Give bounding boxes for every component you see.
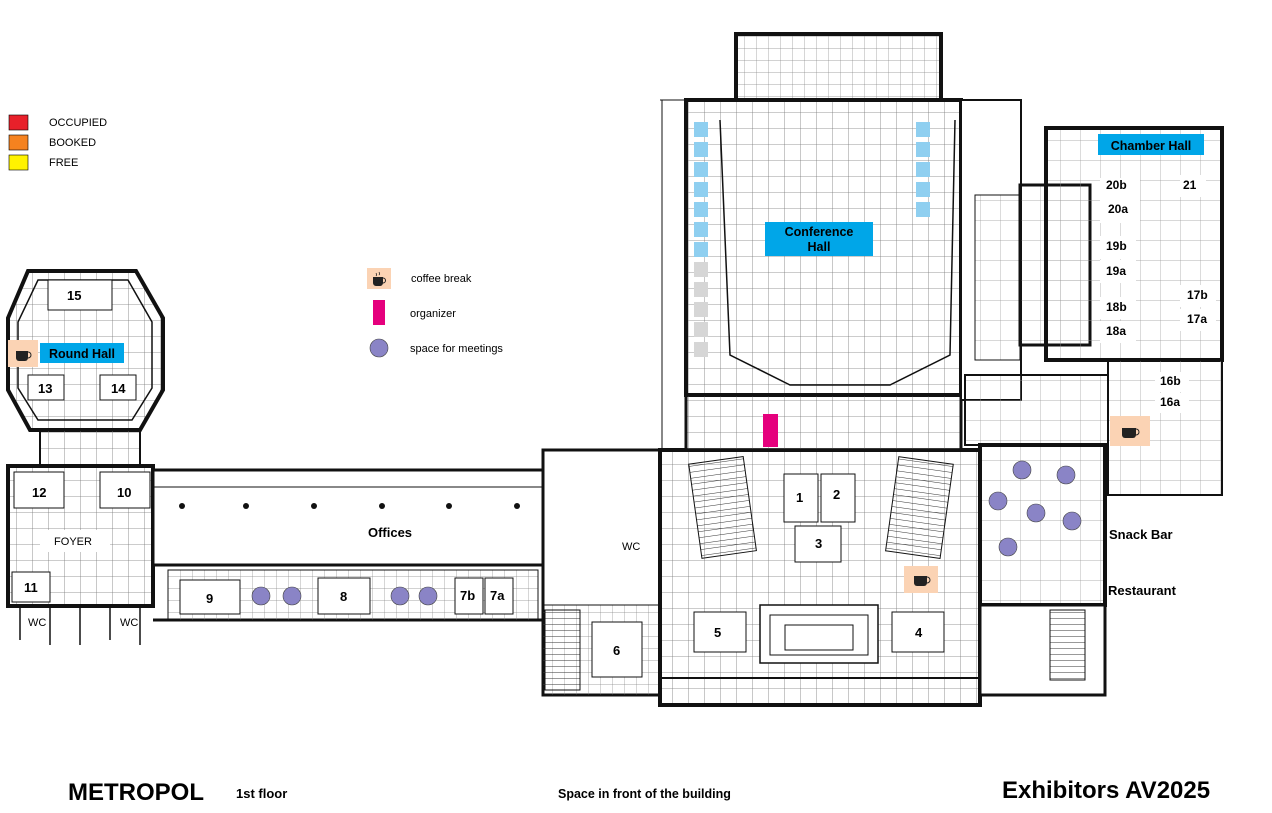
conference-stand-left[interactable] [694, 122, 708, 137]
legend-swatch-free [8, 154, 29, 171]
central-block [541, 448, 982, 707]
legend-label-organizer: organizer [410, 308, 456, 320]
conference-stand-right[interactable] [916, 202, 930, 217]
venue-name: METROPOL [68, 779, 204, 806]
meeting-spot[interactable] [418, 586, 438, 606]
conference-stand-left-unavailable[interactable] [694, 342, 708, 357]
legend-label-occupied: OCCUPIED [49, 117, 107, 129]
stand-5[interactable]: 5 [714, 625, 721, 640]
conference-stand-left[interactable] [694, 142, 708, 157]
conference-stand-right[interactable] [916, 142, 930, 157]
conference-hall-label-line2: Hall [808, 240, 831, 254]
stand-7b[interactable]: 7b [460, 588, 475, 603]
meeting-spot[interactable] [1026, 503, 1046, 523]
meeting-spot[interactable] [251, 586, 271, 606]
stand-12[interactable]: 12 [32, 485, 46, 500]
meeting-spot[interactable] [390, 586, 410, 606]
foyer-block [6, 464, 155, 645]
organizer-desk[interactable] [763, 414, 778, 447]
stand-16b[interactable]: 16b [1160, 374, 1181, 388]
conference-stand-left[interactable] [694, 242, 708, 257]
wc-label-center: WC [622, 541, 640, 553]
stand-4[interactable]: 4 [915, 625, 923, 640]
right-coffee-icon [1110, 416, 1150, 446]
right-meeting-spots [988, 460, 1082, 557]
round-hall-banner [40, 343, 124, 363]
stand-16a[interactable]: 16a [1160, 395, 1180, 409]
floor-label: 1st floor [236, 786, 287, 801]
meeting-spot[interactable] [1062, 511, 1082, 531]
legend: OCCUPIED BOOKED FREE coffee break organi… [8, 114, 503, 358]
coffee-cup-icon [367, 268, 391, 289]
conference-stand-right[interactable] [916, 162, 930, 177]
stand-10[interactable]: 10 [117, 485, 131, 500]
meeting-spot[interactable] [1056, 465, 1076, 485]
chamber-hall-label: Chamber Hall [1111, 139, 1192, 153]
stand-18a[interactable]: 18a [1106, 324, 1126, 338]
stand-18b[interactable]: 18b [1106, 300, 1127, 314]
conference-hall-label-line1: Conference [785, 225, 854, 239]
outside-label: Space in front of the building [558, 787, 731, 801]
offices-label: Offices [368, 525, 412, 540]
stand-13[interactable]: 13 [38, 381, 52, 396]
stand-21[interactable]: 21 [1183, 178, 1197, 192]
wc-label-left-2: WC [120, 617, 138, 629]
legend-label-coffee: coffee break [411, 273, 472, 285]
conference-stand-left[interactable] [694, 222, 708, 237]
conference-stand-right[interactable] [916, 122, 930, 137]
conference-stand-left[interactable] [694, 162, 708, 177]
stand-11[interactable]: 11 [24, 580, 38, 595]
legend-label-meetings: space for meetings [410, 343, 503, 355]
stand-8[interactable]: 8 [340, 589, 347, 604]
legend-swatch-booked [8, 134, 29, 151]
stand-6[interactable]: 6 [613, 643, 620, 658]
corridor-meeting-spots [251, 586, 438, 606]
stand-17b[interactable]: 17b [1187, 288, 1208, 302]
stand-19a[interactable]: 19a [1106, 264, 1126, 278]
stand-7a[interactable]: 7a [490, 588, 505, 603]
restaurant-label: Restaurant [1108, 583, 1177, 598]
legend-label-booked: BOOKED [49, 137, 96, 149]
stand-3[interactable]: 3 [815, 536, 822, 551]
conference-left-stands [694, 122, 708, 357]
stand-15[interactable]: 15 [67, 288, 81, 303]
event-title: Exhibitors AV2025 [1002, 777, 1210, 804]
foyer-label: FOYER [54, 536, 92, 548]
stand-19b[interactable]: 19b [1106, 239, 1127, 253]
central-coffee-icon [904, 566, 938, 593]
snack-bar-label: Snack Bar [1109, 527, 1173, 542]
stand-17a[interactable]: 17a [1187, 312, 1207, 326]
round-hall-coffee-icon [8, 340, 38, 367]
conference-stand-left-unavailable[interactable] [694, 262, 708, 277]
wc-label-left-1: WC [28, 617, 46, 629]
stand-20a[interactable]: 20a [1108, 202, 1128, 216]
conference-stand-right[interactable] [916, 182, 930, 197]
conference-stand-left-unavailable[interactable] [694, 302, 708, 317]
meeting-spot[interactable] [988, 491, 1008, 511]
meeting-spot[interactable] [1012, 460, 1032, 480]
stand-9[interactable]: 9 [206, 591, 213, 606]
stand-1[interactable]: 1 [796, 490, 803, 505]
meeting-spot[interactable] [282, 586, 302, 606]
conference-stand-left-unavailable[interactable] [694, 322, 708, 337]
conference-stand-left-unavailable[interactable] [694, 282, 708, 297]
organizer-marker [373, 300, 385, 325]
corridor [151, 468, 545, 622]
conference-hall-banner [765, 222, 873, 256]
round-hall-label: Round Hall [49, 347, 115, 361]
conference-right-stands [916, 122, 930, 217]
meeting-circle [369, 338, 389, 358]
conference-stand-left[interactable] [694, 202, 708, 217]
stand-20b[interactable]: 20b [1106, 178, 1127, 192]
round-hall-area [6, 269, 165, 467]
legend-label-free: FREE [49, 157, 78, 169]
stand-14[interactable]: 14 [111, 381, 126, 396]
right-wing [960, 99, 1224, 697]
chamber-hall-banner [1098, 134, 1204, 155]
conference-stand-left[interactable] [694, 182, 708, 197]
meeting-spot[interactable] [998, 537, 1018, 557]
legend-swatch-occupied [8, 114, 29, 131]
stand-2[interactable]: 2 [833, 487, 840, 502]
